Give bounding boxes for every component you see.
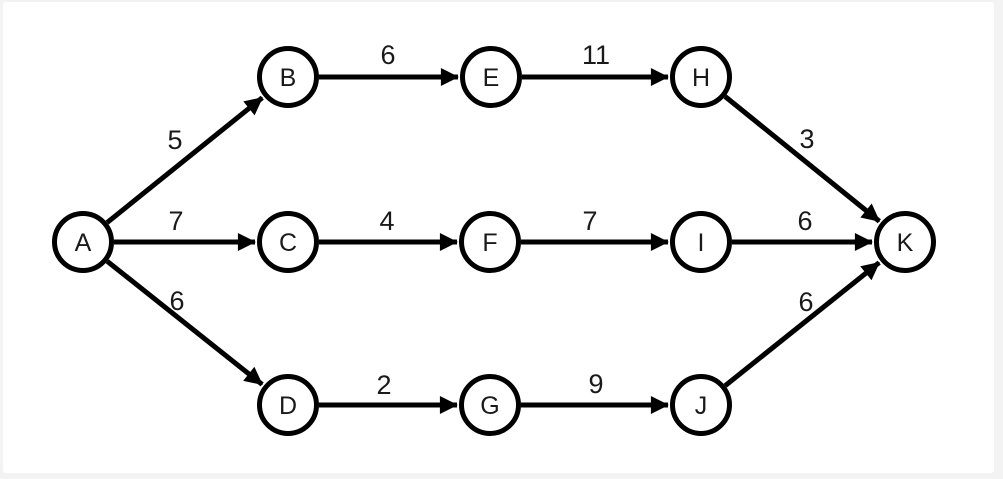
edge-weight-I-K: 6	[797, 206, 812, 236]
node-I	[670, 211, 732, 273]
node-label-J: J	[695, 392, 708, 420]
node-label-C: C	[279, 229, 297, 257]
node-label-I: I	[698, 229, 705, 257]
edge-H-K	[723, 94, 881, 224]
edge-weight-H-K: 3	[799, 124, 814, 154]
edge-weight-J-K: 6	[798, 287, 813, 317]
node-label-A: A	[75, 229, 92, 257]
node-F	[459, 211, 521, 273]
nodes-layer: A B E H C F I K D G J	[52, 46, 936, 436]
edge-A-B	[105, 95, 264, 225]
node-C	[257, 211, 319, 273]
node-J	[670, 374, 732, 436]
node-K	[874, 211, 936, 273]
node-label-K: K	[897, 229, 914, 257]
node-G	[459, 374, 521, 436]
node-label-E: E	[483, 64, 500, 92]
node-E	[460, 46, 522, 108]
edge-weight-D-G: 2	[376, 370, 391, 400]
edge-weight-C-F: 4	[379, 206, 394, 236]
edge-labels-layer: 5 6 11 3 7 4 7 6 6 2 9 6	[167, 40, 814, 400]
edge-A-D	[105, 259, 264, 387]
node-D	[257, 374, 319, 436]
node-label-F: F	[482, 229, 497, 257]
edge-weight-A-D: 6	[169, 286, 184, 316]
edges-layer	[105, 68, 881, 414]
edge-weight-F-I: 7	[582, 206, 597, 236]
node-H	[670, 46, 732, 108]
node-label-D: D	[279, 392, 297, 420]
node-label-H: H	[692, 64, 710, 92]
edge-weight-A-B: 5	[167, 125, 182, 155]
node-label-B: B	[280, 64, 297, 92]
edge-weight-G-J: 9	[588, 369, 603, 399]
edge-weight-E-H: 11	[582, 40, 610, 70]
edge-J-K	[723, 260, 881, 388]
edge-weight-A-C: 7	[168, 206, 183, 236]
edge-weight-B-E: 6	[380, 40, 395, 70]
node-label-G: G	[480, 392, 499, 420]
node-A	[52, 211, 114, 273]
node-B	[257, 46, 319, 108]
